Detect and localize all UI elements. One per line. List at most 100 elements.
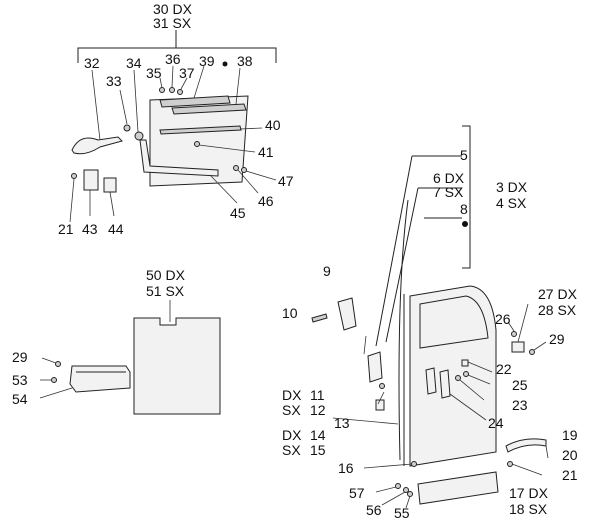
label-11: 11 bbox=[310, 387, 325, 403]
clip-22 bbox=[461, 359, 469, 367]
label-7: 7 SX bbox=[433, 184, 464, 200]
label-53: 53 bbox=[12, 372, 28, 388]
screw-21b bbox=[507, 461, 513, 467]
label-15-sx: SX bbox=[282, 442, 301, 458]
screw-46 bbox=[233, 165, 239, 171]
label-38: 38 bbox=[237, 53, 253, 69]
rail-45 bbox=[139, 139, 219, 177]
seal-long bbox=[398, 199, 409, 461]
screw-35 bbox=[159, 87, 165, 93]
label-39: 39 bbox=[199, 53, 215, 69]
inner-panel-group bbox=[39, 300, 221, 415]
label-27: 27 DX bbox=[538, 286, 578, 302]
label-35: 35 bbox=[146, 65, 162, 81]
screw-41 bbox=[194, 141, 200, 147]
label-45: 45 bbox=[230, 205, 246, 221]
label-34: 34 bbox=[126, 55, 142, 71]
label-25: 25 bbox=[512, 377, 528, 393]
label-21-bottom: 21 bbox=[562, 467, 578, 483]
label-14-dx: DX bbox=[282, 427, 302, 443]
door-window-opening bbox=[419, 295, 489, 349]
label-12: 12 bbox=[310, 402, 326, 418]
label-37: 37 bbox=[179, 65, 195, 81]
screw-53 bbox=[51, 377, 57, 383]
label-54: 54 bbox=[12, 391, 28, 407]
label-22: 22 bbox=[496, 361, 512, 377]
inner-panel-50-51 bbox=[133, 317, 221, 415]
label-3: 3 DX bbox=[496, 179, 528, 195]
strip-5 bbox=[375, 155, 462, 347]
label-10: 10 bbox=[282, 305, 298, 321]
screw-57 bbox=[395, 483, 401, 489]
upper-channel-39 bbox=[159, 95, 231, 108]
label-21-top: 21 bbox=[58, 221, 74, 237]
label-43: 43 bbox=[82, 221, 98, 237]
label-41: 41 bbox=[258, 144, 274, 160]
label-30: 30 DX bbox=[153, 1, 193, 17]
latch-rod bbox=[367, 351, 383, 383]
screw-47 bbox=[241, 167, 247, 173]
label-19: 19 bbox=[562, 427, 578, 443]
window-regulator-group bbox=[69, 30, 277, 223]
label-36: 36 bbox=[165, 51, 181, 67]
dot-39 bbox=[222, 61, 228, 67]
label-40: 40 bbox=[265, 117, 281, 133]
moulding-17-18 bbox=[417, 471, 499, 505]
label-50: 50 DX bbox=[146, 267, 186, 283]
label-47: 47 bbox=[278, 173, 294, 189]
label-29-right: 29 bbox=[549, 331, 565, 347]
screw-29a bbox=[55, 361, 61, 367]
label-28: 28 SX bbox=[538, 302, 577, 318]
screw-55 bbox=[407, 491, 413, 497]
label-11-dx: DX bbox=[282, 387, 302, 403]
label-33: 33 bbox=[106, 73, 122, 89]
screw-29b bbox=[529, 349, 535, 355]
label-23: 23 bbox=[512, 397, 528, 413]
label-31: 31 SX bbox=[153, 15, 192, 31]
label-6: 6 DX bbox=[433, 170, 465, 186]
label-14: 14 bbox=[310, 427, 326, 443]
lock-9 bbox=[337, 297, 357, 331]
handle-32 bbox=[71, 136, 123, 155]
screw-16 bbox=[411, 461, 417, 467]
label-20: 20 bbox=[562, 447, 578, 463]
cap-13 bbox=[375, 399, 385, 411]
label-55: 55 bbox=[394, 505, 410, 521]
screw-10 bbox=[311, 313, 328, 323]
label-4: 4 SX bbox=[496, 195, 527, 211]
screw-36 bbox=[169, 87, 175, 93]
label-18: 18 SX bbox=[509, 501, 548, 517]
label-5: 5 bbox=[460, 147, 468, 163]
dot-8 bbox=[462, 221, 468, 227]
screw-21 bbox=[71, 173, 77, 179]
screw-23 bbox=[455, 375, 461, 381]
rod-40 bbox=[159, 125, 242, 135]
part-labels: 30 DX 31 SX 32 33 34 35 36 37 39 38 40 4… bbox=[12, 1, 578, 521]
label-13: 13 bbox=[334, 415, 350, 431]
label-8: 8 bbox=[460, 201, 468, 217]
label-29-left: 29 bbox=[12, 349, 28, 365]
screw-33 bbox=[123, 124, 131, 132]
label-24: 24 bbox=[488, 415, 504, 431]
label-15: 15 bbox=[310, 442, 326, 458]
label-32: 32 bbox=[84, 55, 100, 71]
plate-44 bbox=[103, 177, 117, 193]
screw-11 bbox=[379, 383, 385, 389]
group-bracket-right bbox=[462, 125, 471, 269]
bracket-43 bbox=[83, 169, 99, 191]
clip-34 bbox=[134, 131, 144, 141]
screw-37 bbox=[177, 89, 183, 95]
group-bracket-top bbox=[77, 47, 277, 63]
screw-56 bbox=[403, 487, 409, 493]
label-56: 56 bbox=[366, 502, 382, 518]
label-51: 51 SX bbox=[146, 283, 185, 299]
label-44: 44 bbox=[108, 221, 124, 237]
screw-26 bbox=[511, 331, 517, 337]
label-57: 57 bbox=[349, 485, 365, 501]
screw-25 bbox=[463, 371, 469, 377]
pocket-54 bbox=[69, 365, 131, 393]
handle-24 bbox=[439, 369, 451, 399]
label-9: 9 bbox=[323, 263, 331, 279]
label-26: 26 bbox=[495, 311, 511, 327]
